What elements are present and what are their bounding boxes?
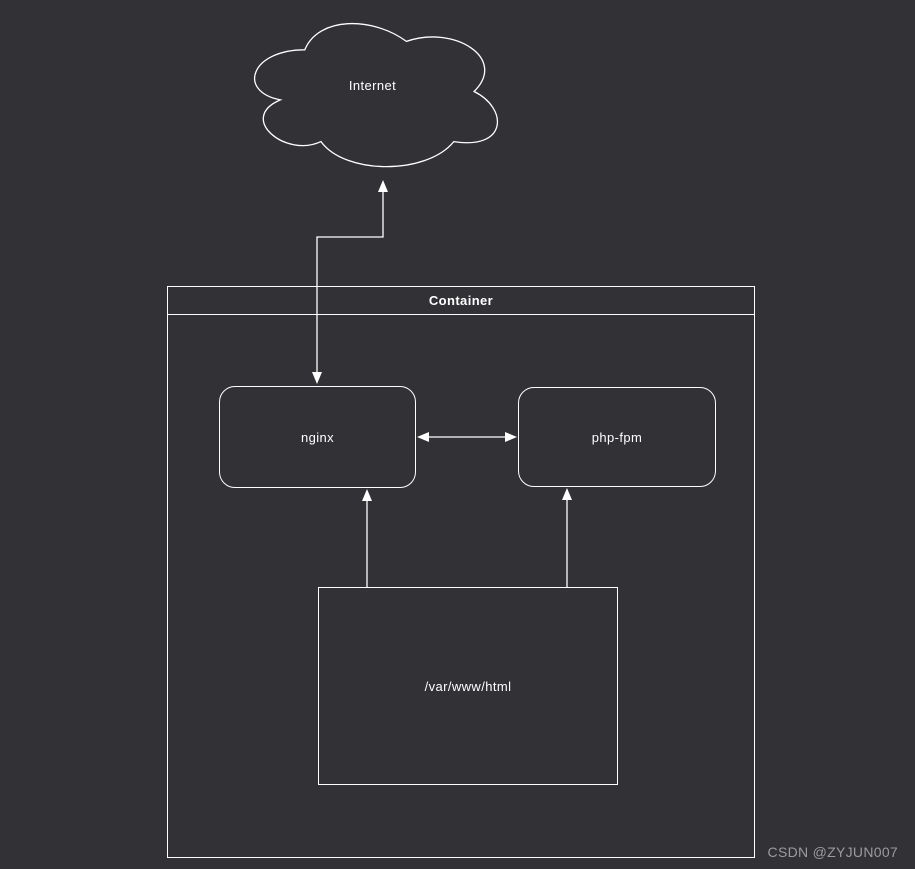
arrowhead-up-into-internet (378, 180, 388, 192)
csdn-watermark: CSDN @ZYJUN007 (767, 844, 898, 860)
container-group-title: Container (168, 287, 754, 315)
node-webroot: /var/www/html (318, 587, 618, 785)
node-nginx: nginx (219, 386, 416, 488)
node-php-fpm: php-fpm (518, 387, 716, 487)
container-group: Container (167, 286, 755, 858)
internet-cloud-label: Internet (348, 78, 397, 93)
internet-cloud-shape (254, 23, 498, 168)
